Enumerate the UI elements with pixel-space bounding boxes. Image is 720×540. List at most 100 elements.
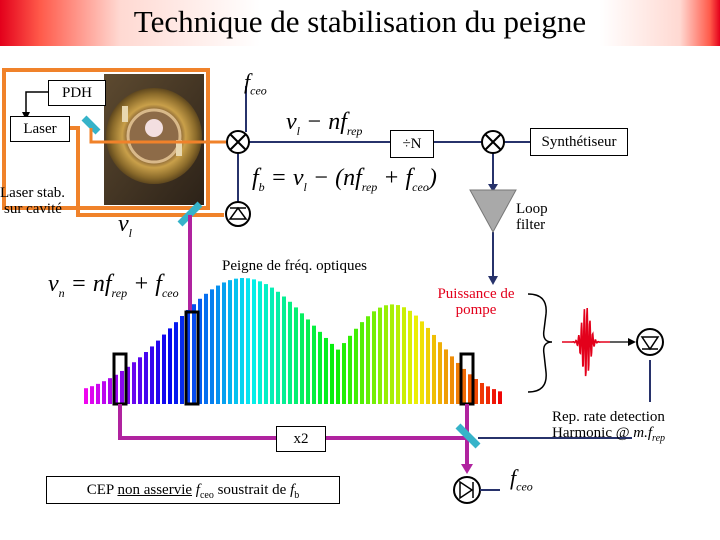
- pulse-waveform: [562, 307, 610, 377]
- cavity-frame: [2, 68, 210, 210]
- comb-tooth: [432, 334, 436, 404]
- comb-tooth: [96, 383, 100, 404]
- comb-tooth: [402, 307, 406, 404]
- beam-splitter-icon: [177, 201, 203, 227]
- pump-power-line1: Puissance de: [437, 286, 515, 302]
- comb-tooth: [138, 357, 142, 404]
- comb-tooth: [354, 328, 358, 404]
- comb-tooth: [252, 279, 256, 404]
- rep-rate-label: Rep. rate detection Harmonic @ m.frep: [552, 409, 666, 444]
- orange-beam-path: [68, 126, 200, 217]
- comb-tooth: [150, 346, 154, 404]
- comb-tooth: [144, 352, 148, 404]
- curly-bracket: [527, 293, 553, 393]
- comb-tooth: [342, 343, 346, 404]
- comb-tooth: [156, 340, 160, 404]
- comb-tooth: [366, 316, 370, 404]
- comb-tooth: [246, 278, 250, 404]
- comb-tooth: [318, 331, 322, 404]
- comb-tooth: [210, 289, 214, 404]
- laser-stab-line2: sur cavité: [4, 200, 62, 217]
- comb-tooth: [462, 368, 466, 404]
- comb-tooth: [258, 281, 262, 404]
- comb-tooth: [276, 291, 280, 404]
- comb-tooth: [126, 366, 130, 404]
- comb-tooth: [414, 315, 418, 404]
- comb-tooth: [438, 342, 442, 404]
- comb-tooth: [282, 296, 286, 404]
- fb-eq: fb = νl − (nfrep + fceo): [252, 165, 437, 194]
- comb-tooth: [498, 391, 502, 404]
- pdh-label: PDH: [48, 80, 106, 106]
- comb-tooth: [204, 293, 208, 404]
- comb-tooth: [288, 301, 292, 404]
- optical-pulse-icon: [562, 307, 610, 377]
- comb-tooth: [90, 386, 94, 404]
- comb-tooth: [360, 322, 364, 404]
- comb-tooth: [222, 282, 226, 404]
- photodiode-icon: [225, 201, 251, 227]
- fceo-top-eq: fceo: [244, 69, 267, 98]
- comb-tooth: [300, 313, 304, 404]
- comb-tooth: [480, 383, 484, 404]
- nu-l-nfrep-eq: νl − nfrep: [286, 109, 363, 138]
- comb-tooth: [420, 321, 424, 404]
- comb-tooth: [468, 374, 472, 404]
- comb-tooth: [450, 356, 454, 404]
- comb-tooth: [186, 309, 190, 404]
- beam-splitter-icon: [81, 115, 101, 135]
- comb-tooth: [390, 304, 394, 404]
- comb-tooth: [192, 304, 196, 404]
- photodiode-icon: [453, 476, 481, 504]
- comb-tooth: [234, 278, 238, 404]
- comb-tooth: [270, 287, 274, 404]
- comb-tooth: [174, 322, 178, 404]
- comb-tooth: [486, 386, 490, 404]
- comb-label: Peigne de fréq. optiques: [222, 258, 367, 274]
- comb-tooth: [240, 278, 244, 404]
- comb-tooth: [456, 362, 460, 404]
- comb-tooth: [426, 327, 430, 404]
- comb-tooth: [102, 381, 106, 404]
- amplifier-triangle-icon: [469, 189, 517, 234]
- comb-tooth: [384, 305, 388, 404]
- pump-power-line2: pompe: [455, 301, 497, 318]
- comb-tooth: [336, 349, 340, 404]
- comb-tooth: [216, 285, 220, 404]
- loop-filter-label: Loop filter: [516, 201, 548, 234]
- comb-tooth: [330, 343, 334, 404]
- comb-tooth: [132, 362, 136, 404]
- title-bar: [0, 0, 720, 46]
- nu-l-label: νl: [118, 211, 132, 240]
- comb-tooth: [372, 311, 376, 404]
- laser-label: Laser: [10, 116, 70, 142]
- mixer-icon: [481, 130, 505, 154]
- rep-rate-line2: Harmonic @ m.frep: [552, 424, 666, 444]
- photodiode-icon: [636, 328, 664, 356]
- comb-tooth: [84, 388, 88, 404]
- comb-tooth: [378, 307, 382, 404]
- mixer-icon: [226, 130, 250, 154]
- laser-stab-label: Laser stab. sur cavité: [0, 185, 65, 218]
- comb-tooth: [108, 378, 112, 404]
- pdh-feedback-line: [25, 91, 48, 116]
- nu-n-eq: νn = nfrep + fceo: [48, 271, 179, 300]
- x2-box: x2: [276, 426, 326, 452]
- comb-tooth: [228, 280, 232, 404]
- rep-rate-line1: Rep. rate detection: [552, 409, 665, 425]
- page-title: Technique de stabilisation du peigne: [133, 4, 587, 39]
- comb-tooth: [348, 335, 352, 404]
- pump-power-label: Puissance de pompe: [426, 286, 526, 319]
- comb-tooth: [312, 325, 316, 404]
- comb-tooth: [162, 334, 166, 404]
- frequency-comb: [84, 278, 502, 404]
- comb-tooth: [180, 316, 184, 404]
- laser-stab-line1: Laser stab.: [0, 185, 65, 201]
- comb-tooth: [492, 389, 496, 404]
- comb-tooth: [120, 370, 124, 404]
- cavity-photo: [104, 74, 204, 205]
- comb-tooth: [474, 378, 478, 404]
- comb-tooth: [168, 328, 172, 404]
- comb-tooth: [294, 307, 298, 404]
